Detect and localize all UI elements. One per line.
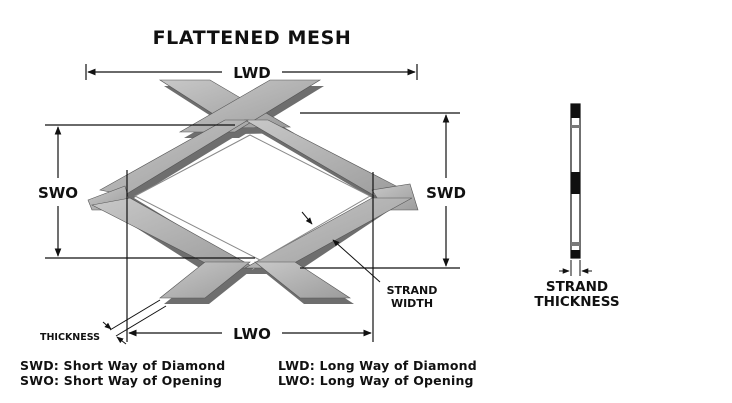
- strand-width-dimension: [301, 211, 381, 283]
- legend-swd: SWD: Short Way of Diamond: [20, 358, 226, 373]
- lwd-dimension: [85, 64, 418, 80]
- strand-profile: [570, 103, 581, 259]
- legend-lwo-text: Long Way of Opening: [319, 373, 474, 388]
- legend-lwo-abbr: LWO: [278, 373, 311, 388]
- legend-lwo: LWO: Long Way of Opening: [278, 373, 474, 388]
- swd-label: SWD: [426, 184, 466, 202]
- mesh-strands: [87, 79, 419, 304]
- legend-swo-text: Short Way of Opening: [63, 373, 223, 388]
- diagram-title: FLATTENED MESH: [153, 27, 352, 49]
- thickness-label: THICKNESS: [40, 332, 100, 343]
- lwo-label: LWO: [233, 325, 271, 343]
- swo-dimension: [45, 124, 255, 259]
- strand-thickness-label-line2: THICKNESS: [534, 294, 619, 310]
- legend-swo: SWO: Short Way of Opening: [20, 373, 223, 388]
- strand-thickness-dimension: [559, 260, 592, 276]
- lwo-dimension: [126, 170, 374, 342]
- swd-dimension: [300, 112, 460, 269]
- legend-lwd-abbr: LWD: [278, 358, 310, 373]
- lwd-label: LWD: [233, 64, 270, 82]
- legend-swd-text: Short Way of Diamond: [63, 358, 226, 373]
- thickness-dimension: [102, 299, 167, 345]
- strand-faces: [87, 79, 419, 299]
- swo-label: SWO: [38, 184, 78, 202]
- legend-swo-abbr: SWO: [20, 373, 55, 388]
- legend-lwd-text: Long Way of Diamond: [319, 358, 477, 373]
- legend-lwd: LWD: Long Way of Diamond: [278, 358, 477, 373]
- strand-width-label-line1: STRAND: [387, 284, 438, 297]
- legend-swd-abbr: SWD: [20, 358, 54, 373]
- diamond-opening: [133, 134, 372, 261]
- strand-width-label-line2: WIDTH: [391, 297, 433, 310]
- strand-thickness-label-line1: STRAND: [546, 279, 608, 295]
